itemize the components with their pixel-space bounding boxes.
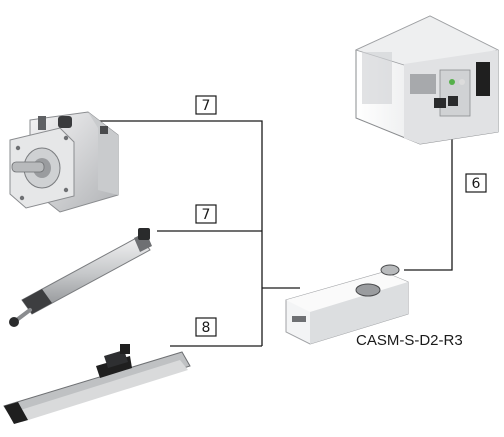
cable-label-controller: 6 (465, 173, 487, 193)
connection-lines (96, 120, 453, 347)
casm-module-image (285, 264, 409, 345)
cable-label-motor-text: 7 (202, 98, 211, 114)
electric-cylinder-image (9, 228, 152, 327)
cable-label-cylinder-text: 7 (202, 207, 211, 223)
device-caption: CASM-S-D2-R3 (356, 332, 463, 349)
linear-sensor-image (3, 344, 191, 424)
line-controller (404, 120, 453, 271)
cable-label-motor: 7 (195, 95, 217, 115)
controller-image (354, 15, 500, 145)
line-motor (96, 120, 263, 346)
cable-label-sensor: 8 (195, 317, 217, 337)
cable-label-sensor-text: 8 (202, 320, 211, 336)
cable-label-controller-text: 6 (472, 176, 481, 192)
cable-label-cylinder: 7 (195, 204, 217, 224)
servo-motor-image (9, 111, 119, 213)
